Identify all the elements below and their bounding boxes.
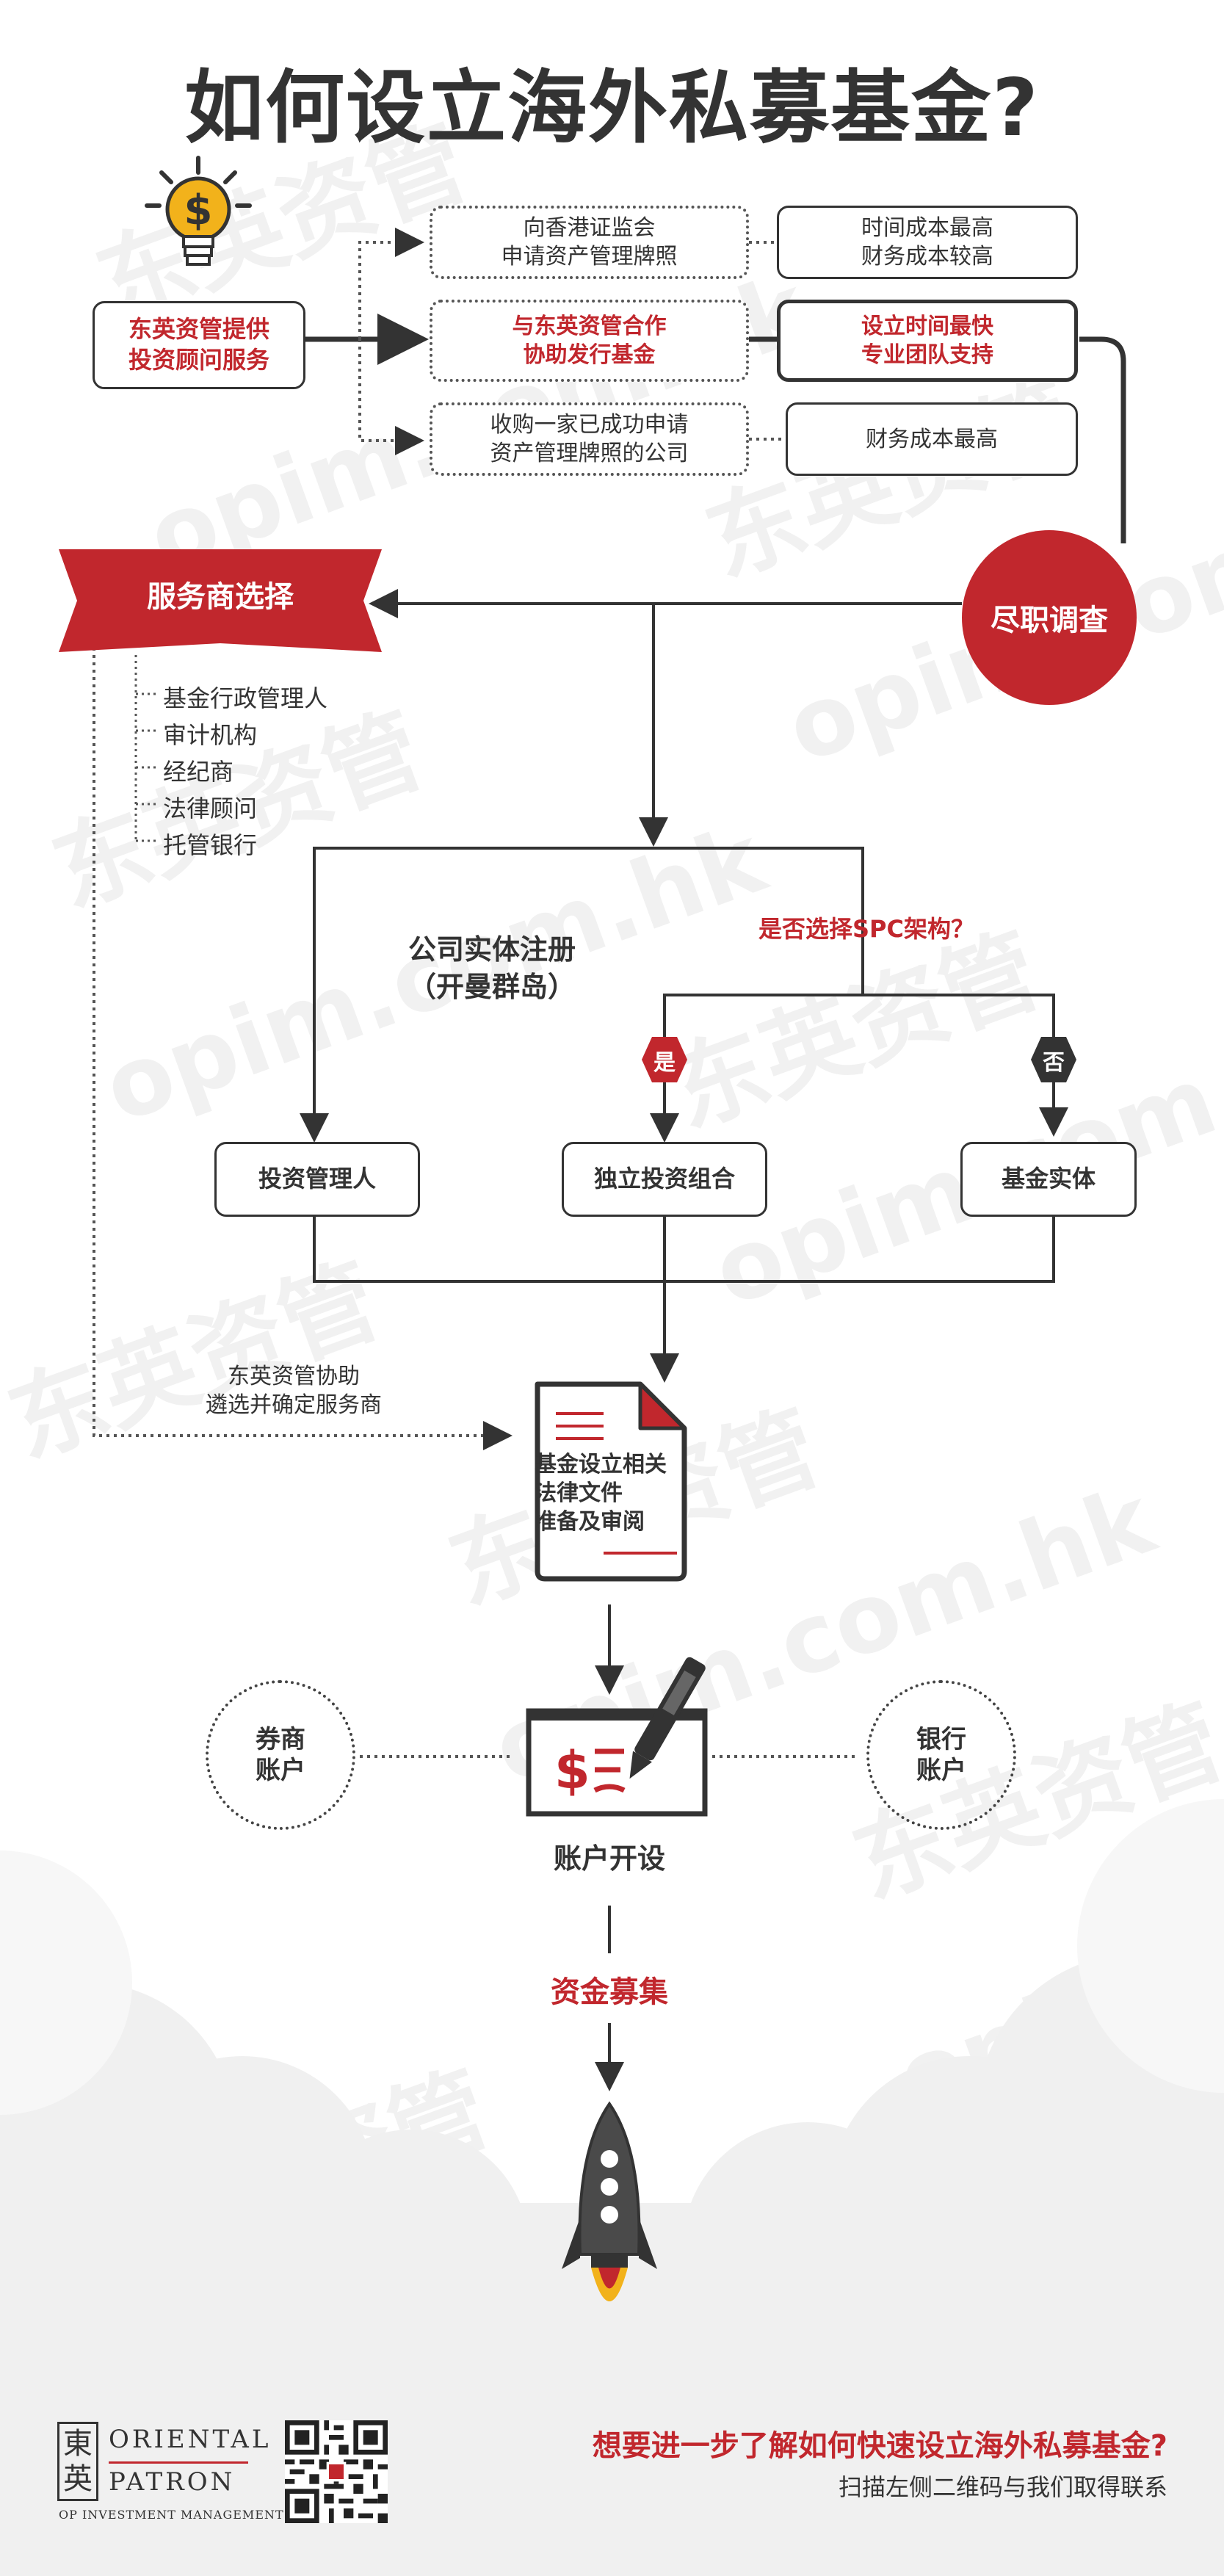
entity-registration-label: 公司实体注册 （开曼群岛） [408, 933, 576, 1004]
no-label: 否 [1043, 1050, 1065, 1076]
account-opening-label: 账户开设 [553, 1842, 665, 1875]
yes-label: 是 [653, 1050, 676, 1076]
rocket-icon [562, 2101, 657, 2301]
logo-mark: 東 英 [57, 2422, 98, 2501]
due-diligence-label: 尽职调查 [991, 604, 1108, 637]
service-item: 托管银行 [163, 831, 258, 859]
lightbulb-dollar-icon: $ [145, 156, 252, 266]
logo-char: 英 [63, 2462, 93, 2496]
start-box: 东英资管提供 投资顾问服务 [93, 301, 305, 389]
svg-text:$: $ [184, 187, 213, 234]
service-item: 经纪商 [163, 758, 234, 786]
option-partner-op: 与东英资管合作 协助发行基金 [430, 300, 749, 382]
service-item: 基金行政管理人 [163, 684, 328, 712]
svg-text:$: $ [554, 1740, 590, 1801]
logo-char: 東 [63, 2427, 93, 2461]
logo-subtitle: OP INVESTMENT MANAGEMENT [59, 2508, 284, 2522]
investment-manager-box: 投资管理人 [214, 1142, 420, 1217]
spc-question: 是否选择SPC架构？ [758, 915, 974, 943]
footer-question: 想要进一步了解如何快速设立海外私募基金? [592, 2429, 1167, 2463]
footer-cta: 扫描左侧二维码与我们取得联系 [838, 2473, 1167, 2501]
service-item: 法律顾问 [163, 795, 258, 822]
fund-entity-box: 基金实体 [960, 1142, 1137, 1217]
note-partner-op: 设立时间最快 专业团队支持 [777, 300, 1078, 382]
yes-hexagon [642, 1037, 687, 1082]
logo-line1: ORIENTAL [109, 2425, 272, 2454]
service-select-ribbon [59, 549, 382, 652]
segregated-portfolio-box: 独立投资组合 [562, 1142, 767, 1217]
fundraising-label: 资金募集 [551, 1975, 668, 2009]
page-title: 如何设立海外私募基金? [184, 62, 1040, 154]
option-acquire-company: 收购一家已成功申请 资产管理牌照的公司 [430, 402, 749, 476]
due-diligence-circle: 尽职调查 [962, 530, 1137, 705]
note-license-application: 时间成本最高 财务成本较高 [777, 206, 1078, 279]
bank-account-label: 银行 账户 [916, 1724, 966, 1786]
no-hexagon [1031, 1037, 1076, 1082]
document-icon [535, 1381, 687, 1582]
legal-docs-label: 基金设立相关 法律文件 准备及审阅 [535, 1452, 667, 1535]
note-acquire-company: 财务成本最高 [786, 402, 1078, 476]
logo-line2: PATRON [109, 2467, 236, 2497]
check-pen-icon: $ [526, 1657, 708, 1817]
qr-code-icon[interactable] [285, 2420, 388, 2523]
service-item: 审计机构 [163, 721, 258, 749]
broker-account-label: 券商 账户 [256, 1724, 305, 1786]
logo-divider [109, 2461, 248, 2464]
service-select-label: 服务商选择 [147, 580, 294, 614]
assist-note: 东英资管协助 遴选并确定服务商 [206, 1364, 382, 1418]
option-license-application: 向香港证监会 申请资产管理牌照 [430, 206, 749, 279]
bank-account-circle: 银行 账户 [866, 1680, 1016, 1830]
broker-account-circle: 券商 账户 [206, 1680, 355, 1830]
